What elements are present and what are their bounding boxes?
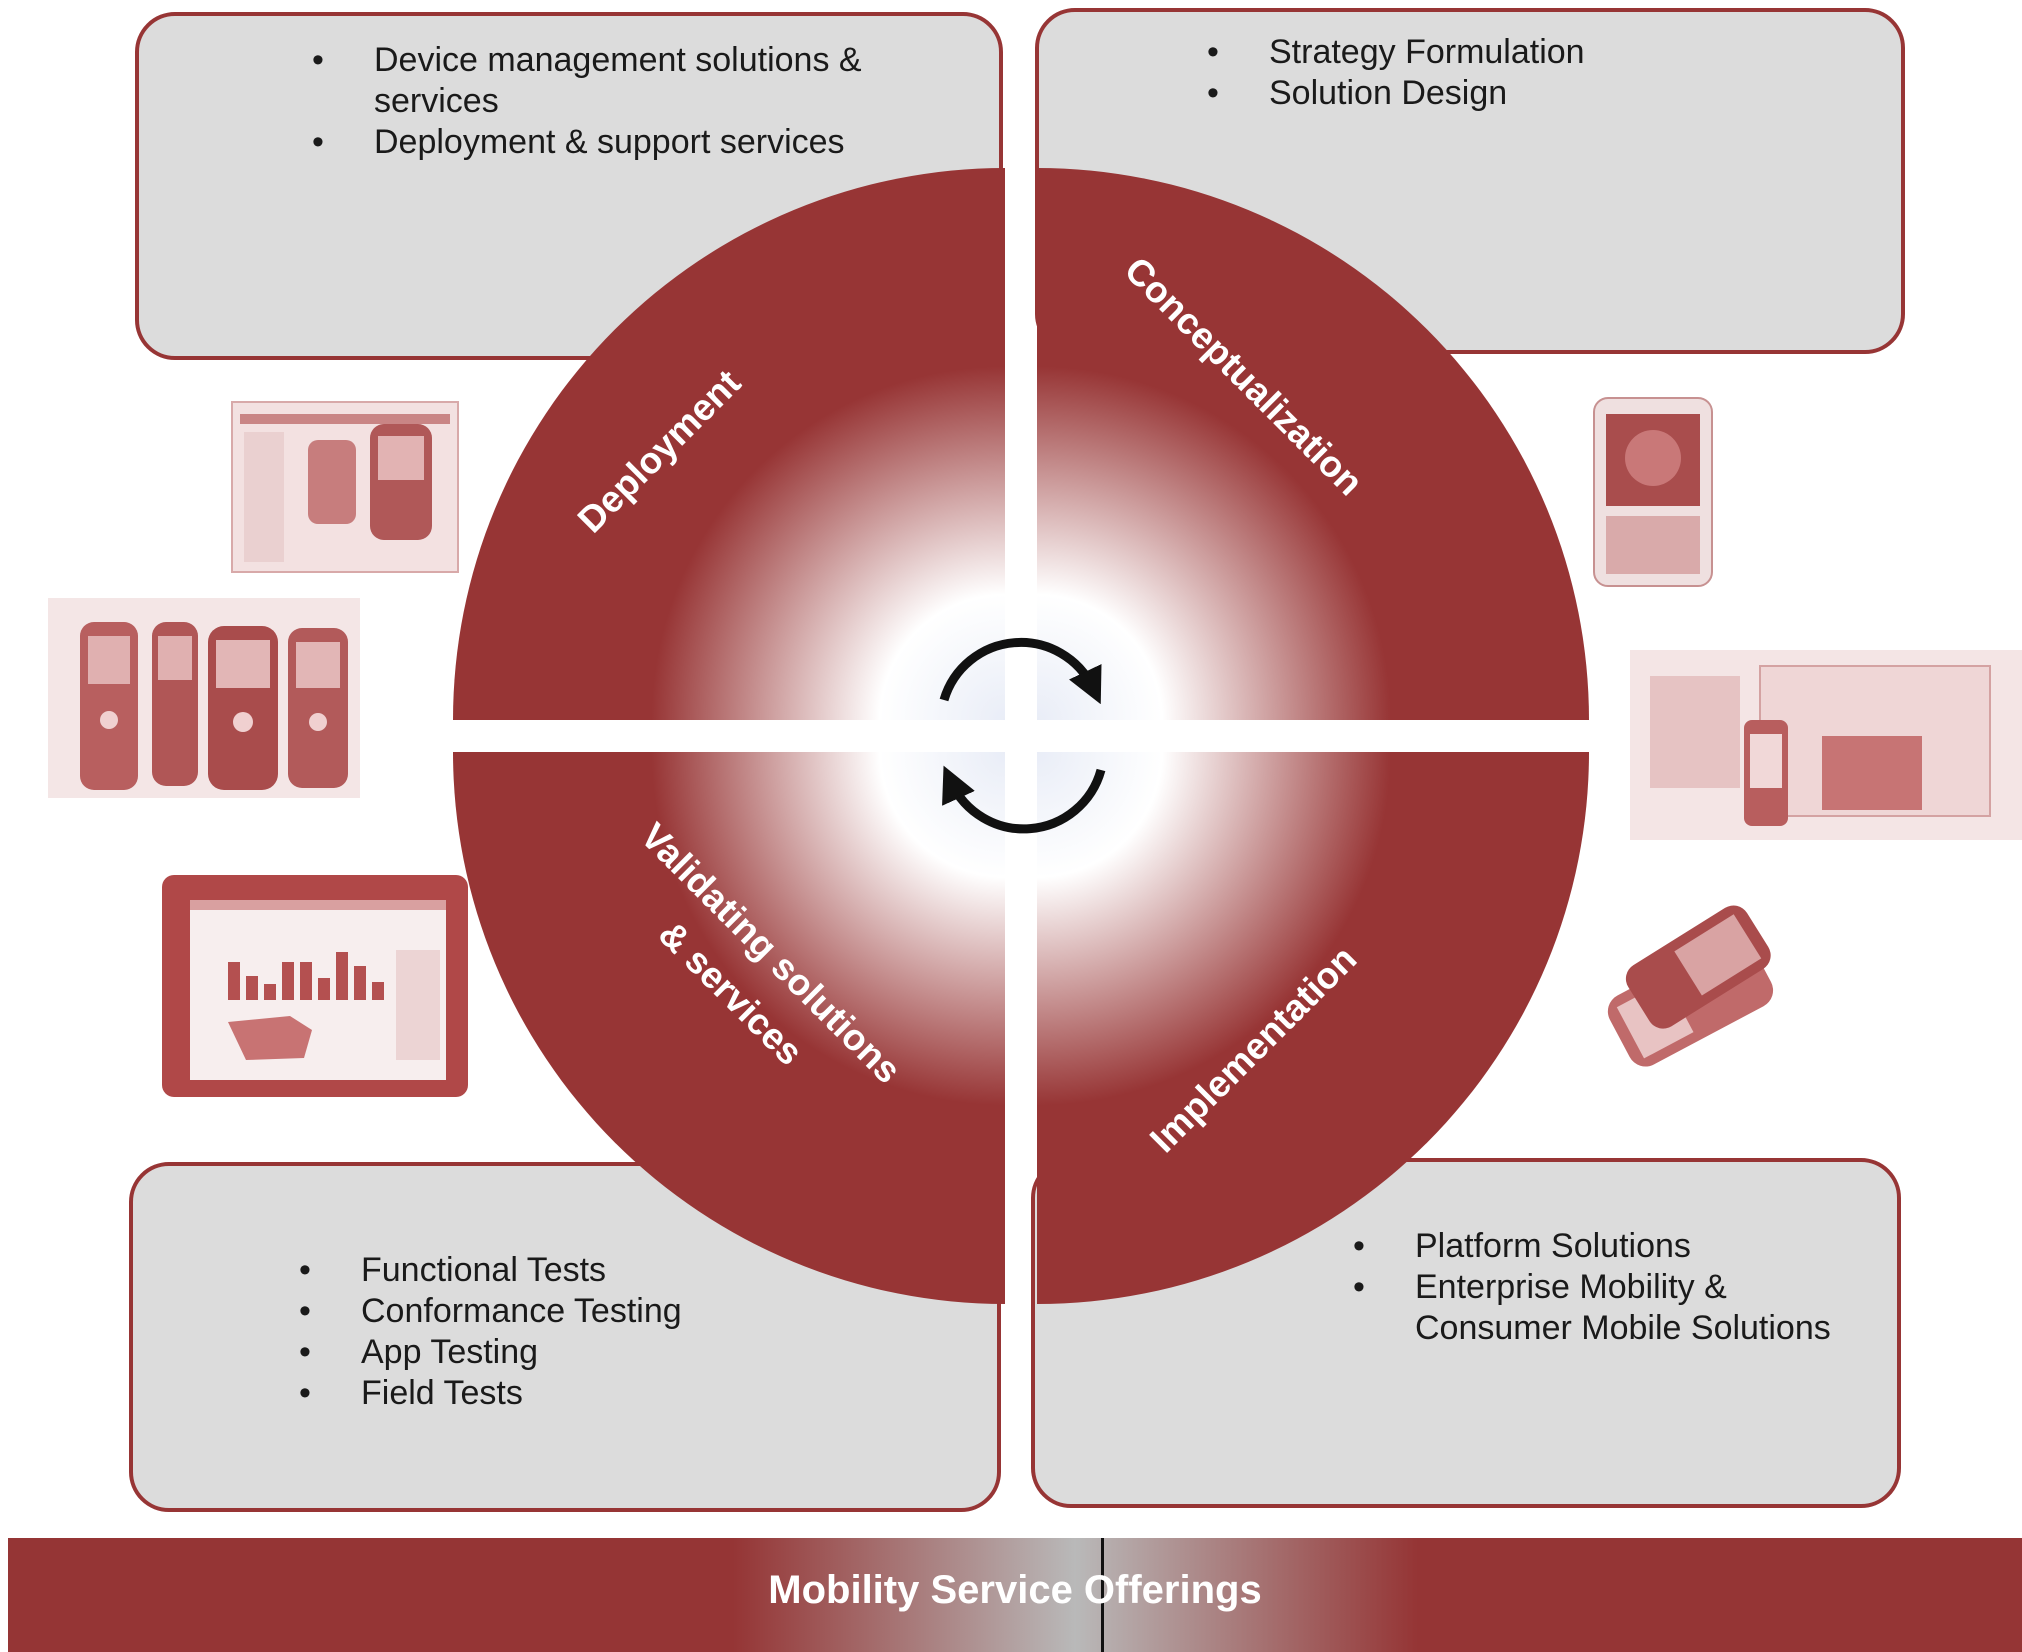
browser-screens-icon bbox=[1630, 650, 2022, 840]
box-item: Platform Solutions bbox=[1353, 1226, 1893, 1267]
box-item: Functional Tests bbox=[299, 1250, 899, 1291]
phone-pair-icon bbox=[1607, 905, 1774, 1067]
quadrant-validating bbox=[453, 752, 1005, 1304]
quadrant-conceptualization bbox=[1037, 168, 1589, 720]
box-item: Solution Design bbox=[1207, 73, 1807, 114]
footer-bar: Mobility Service Offerings bbox=[8, 1538, 2022, 1652]
box-item: Strategy Formulation bbox=[1207, 32, 1807, 73]
box-item: Device management solutions & services bbox=[312, 40, 872, 122]
box-item: Deployment & support services bbox=[312, 122, 872, 163]
box-item: App Testing bbox=[299, 1332, 899, 1373]
smartphone-icon bbox=[1593, 397, 1713, 587]
laptop-icon bbox=[231, 401, 459, 573]
footer-divider bbox=[1101, 1538, 1104, 1652]
quadrant-deployment bbox=[453, 168, 1005, 720]
top-left-box: Device management solutions & services D… bbox=[135, 12, 1003, 360]
box-item: Conformance Testing bbox=[299, 1291, 899, 1332]
box-item: Field Tests bbox=[299, 1373, 899, 1414]
cycle-arrows-icon bbox=[939, 637, 1106, 834]
tablet-icon bbox=[162, 875, 468, 1097]
quadrant-implementation bbox=[1037, 752, 1589, 1304]
footer-title: Mobility Service Offerings bbox=[768, 1568, 1262, 1612]
box-item: Enterprise Mobility & Consumer Mobile So… bbox=[1353, 1267, 1893, 1349]
feature-phone-icon bbox=[48, 598, 360, 798]
